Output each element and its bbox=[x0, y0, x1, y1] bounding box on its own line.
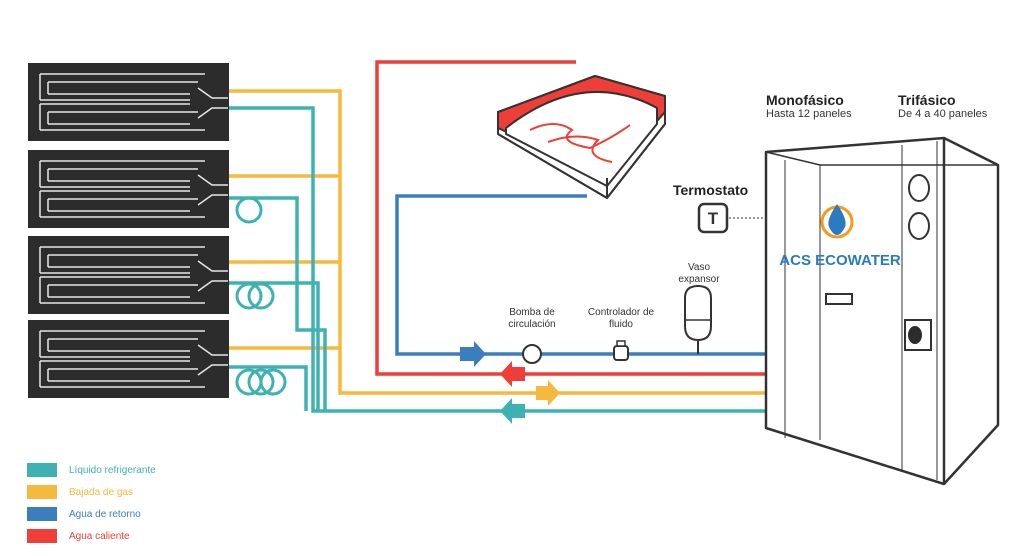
refrigerant-coils bbox=[235, 196, 287, 396]
gas-flow-arrow bbox=[536, 380, 560, 406]
refrigerant-flow-arrow bbox=[500, 398, 525, 424]
legend-label-hot-water: Agua caliente bbox=[69, 530, 130, 542]
solar-panels bbox=[28, 63, 229, 398]
floor-heating-slab bbox=[497, 75, 666, 200]
ecowater-logo: ACS ECOWATER bbox=[779, 204, 901, 269]
solar-panel bbox=[28, 320, 229, 398]
solar-panel bbox=[28, 63, 229, 141]
expansion-vessel-label: Vaso expansor bbox=[678, 262, 720, 285]
trifasico-subtitle: De 4 a 40 paneles bbox=[898, 108, 988, 120]
legend-item-refrigerant: Líquido refrigerante bbox=[27, 459, 156, 481]
circulation-pump bbox=[522, 344, 542, 364]
fluid-controller-label: Controlador de fluido bbox=[587, 307, 655, 330]
legend-label-return-water: Agua de retorno bbox=[69, 508, 141, 520]
refrigerant-lines bbox=[229, 106, 766, 413]
expansion-vessel bbox=[684, 284, 712, 354]
legend-item-hot-water: Agua caliente bbox=[27, 525, 156, 547]
hot-water-line bbox=[375, 60, 766, 376]
legend-swatch-gas bbox=[27, 485, 57, 499]
monofasico-subtitle: Hasta 12 paneles bbox=[766, 108, 852, 120]
legend-swatch-refrigerant bbox=[27, 463, 57, 477]
solar-panel bbox=[28, 236, 229, 314]
solar-panel bbox=[28, 150, 229, 228]
thermostat-symbol: T bbox=[708, 209, 719, 228]
brand-name: ACS ECOWATER bbox=[779, 252, 901, 269]
legend-swatch-hot-water bbox=[27, 529, 57, 543]
legend-item-return-water: Agua de retorno bbox=[27, 503, 156, 525]
legend-label-gas: Bajada de gas bbox=[69, 486, 133, 498]
monofasico-title: Monofásico bbox=[766, 92, 844, 108]
gas-lines bbox=[229, 89, 766, 395]
return-water-line bbox=[395, 194, 766, 356]
trifasico-title: Trifásico bbox=[898, 92, 956, 108]
fluid-controller bbox=[613, 340, 629, 361]
legend-label-refrigerant: Líquido refrigerante bbox=[69, 464, 156, 476]
heat-pump-unit bbox=[764, 136, 1000, 486]
circulation-pump-label: Bomba de circulación bbox=[508, 307, 556, 330]
termostato-label: Termostato bbox=[673, 182, 749, 198]
legend-item-gas: Bajada de gas bbox=[27, 481, 156, 503]
legend: Líquido refrigerante Bajada de gas Agua … bbox=[27, 459, 156, 547]
legend-swatch-return-water bbox=[27, 507, 57, 521]
hot-flow-arrow bbox=[500, 361, 525, 387]
thermostat: T bbox=[697, 202, 766, 234]
return-flow-arrow bbox=[460, 341, 486, 367]
